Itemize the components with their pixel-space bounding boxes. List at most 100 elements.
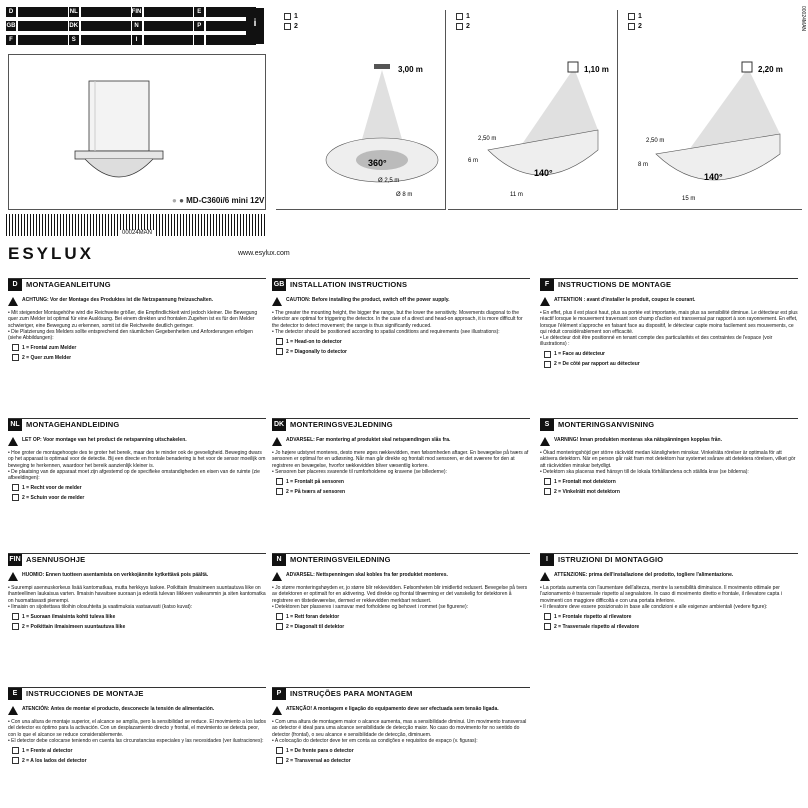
length-label: 11 m xyxy=(510,192,523,198)
section-header: I ISTRUZIONI DI MONTAGGIO xyxy=(540,553,798,566)
section-title: INSTRUÇÕES PARA MONTAGEM xyxy=(290,689,413,698)
language-tag: I xyxy=(540,553,554,566)
width-label: 2,50 m xyxy=(646,138,664,144)
option-2: 2 = Trasversale rispetto al rilevatore xyxy=(544,623,798,631)
warning: ACHTUNG: Vor der Montage des Produktes i… xyxy=(8,297,266,306)
warning-icon xyxy=(272,706,282,715)
option-1: 1 = Recht voor de melder xyxy=(12,484,266,492)
warning-icon xyxy=(8,297,18,306)
option-2: 2 = Vinkelrätt mot detektorn xyxy=(544,488,798,496)
section-fin: FIN ASENNUSOHJE HUOMIO: Ennen tuotteen as… xyxy=(8,553,266,631)
option-2: 2 = Diagonalt til detektor xyxy=(276,623,530,631)
option-1: 1 xyxy=(284,13,445,20)
section-body: • Con una altura de montaje superior, el… xyxy=(8,719,267,744)
option-1: 1 = Frontal zum Melder xyxy=(12,344,266,352)
warning-text: LET OP: Voor montage van het product de … xyxy=(22,437,187,443)
warning-text: ATTENZIONE: prima dell'installazione del… xyxy=(554,572,734,578)
warning-icon xyxy=(540,437,550,446)
option-1: 1 = Face au détecteur xyxy=(544,350,798,358)
warning: ADVARSEL: Nettspenningen skal kobles fra… xyxy=(272,572,530,581)
warning-text: ADVARSEL: Nettspenningen skal kobles fra… xyxy=(286,572,448,578)
option-1: 1 xyxy=(628,13,802,20)
section-body: • Suurempi asennuskorkeus lisää kantomat… xyxy=(8,585,266,610)
lang-tab: F xyxy=(6,33,68,46)
warning-icon xyxy=(540,297,550,306)
option-1: 1 = Frontale rispetto al rilevatore xyxy=(544,613,798,621)
section-body: • En effet, plus il est placé haut, plus… xyxy=(540,310,798,348)
coverage-diagram-wall-2: 2,20 m 140° 2,50 m 8 m 15 m xyxy=(638,61,783,202)
section-body: • Ökad monteringshöjd ger större räckvid… xyxy=(540,450,796,475)
section-body: • Jo højere udstyret monteres, desto mer… xyxy=(272,450,529,475)
warning: ADVARSEL: Før montering af produktet ska… xyxy=(272,437,530,446)
warning-text: CAUTION: Before installing the product, … xyxy=(286,297,450,303)
lang-tab: FIN xyxy=(131,6,194,19)
section-title: INSTRUCTIONS DE MONTAGE xyxy=(558,280,672,289)
diagram-panel-1: 1 2 3,00 m 360° Ø 2,5 m Ø 8 m xyxy=(276,10,446,210)
language-tag: FIN xyxy=(8,553,22,566)
doc-code: 00024MAN xyxy=(120,230,155,236)
side-code: 00024MAN xyxy=(800,6,806,32)
warning-icon xyxy=(272,297,282,306)
barcode xyxy=(6,214,266,236)
section-header: S MONTERINGSANVISNING xyxy=(540,418,798,431)
warning-text: HUOMIO: Ennen tuotteen asentamista on ve… xyxy=(22,572,209,578)
lang-tab: D xyxy=(6,6,68,19)
width-label-2: 8 m xyxy=(638,162,648,168)
website-url: www.esylux.com xyxy=(238,250,290,257)
lang-tab: N xyxy=(131,20,194,33)
section-title: INSTALLATION INSTRUCTIONS xyxy=(290,280,408,289)
warning: LET OP: Voor montage van het product de … xyxy=(8,437,266,446)
section-body: • Mit steigender Montagehöhe wird die Re… xyxy=(8,310,258,342)
lang-tab xyxy=(194,33,256,46)
lang-tab: GB xyxy=(6,20,68,33)
option-2: 2 = A los lados del detector xyxy=(12,757,266,765)
language-tag: E xyxy=(8,687,22,700)
angle-label: 140° xyxy=(704,172,723,182)
language-tag: N xyxy=(272,553,286,566)
option-2: 2 = Poikittain ilmaisimeen suuntautuva l… xyxy=(12,623,266,631)
lang-tab: NL xyxy=(68,6,131,19)
detector-drawing xyxy=(74,80,164,178)
section-title: MONTERINGSANVISNING xyxy=(558,420,655,429)
warning-icon xyxy=(272,572,282,581)
section-title: ASENNUSOHJE xyxy=(26,555,86,564)
info-icon: i xyxy=(246,8,264,44)
warning: CAUTION: Before installing the product, … xyxy=(272,297,530,306)
section-title: MONTERINGSVEJLEDNING xyxy=(290,420,393,429)
language-tag: D xyxy=(8,278,22,291)
warning-icon xyxy=(272,437,282,446)
option-2: 2 = Diagonally to detector xyxy=(276,348,530,356)
section-body: • Hoe groter de montagehoogte des te gro… xyxy=(8,450,266,482)
language-tag: S xyxy=(540,418,554,431)
option-2: 2 = På tværs af sensoren xyxy=(276,488,530,496)
product-illustration xyxy=(8,54,266,210)
warning: HUOMIO: Ennen tuotteen asentamista on ve… xyxy=(8,572,266,581)
width-label-2: 6 m xyxy=(468,158,478,164)
product-label: ● ● MD-C360i/6 mini 12V xyxy=(172,196,265,205)
option-1: 1 = Frente al detector xyxy=(12,747,266,755)
warning-text: ATTENTION : avant d'installer le produit… xyxy=(554,297,696,303)
option-1: 1 = Suoraan ilmaisinta kohti tuleva liik… xyxy=(12,613,266,621)
language-index: D NL FIN E GB DK N P F S I xyxy=(6,6,256,46)
warning-icon xyxy=(8,706,18,715)
option-2: 2 xyxy=(456,23,617,30)
section-body: • Com uma altura de montagem maior o alc… xyxy=(272,719,527,744)
option-1: 1 = Frontalt på sensoren xyxy=(276,478,530,486)
section-title: ISTRUZIONI DI MONTAGGIO xyxy=(558,555,664,564)
distance-label: 3,00 m xyxy=(398,65,423,74)
option-2: 2 xyxy=(628,23,802,30)
brand-logo: ESYLUX xyxy=(8,244,95,263)
warning: ATENCIÓN: Antes de montar el producto, d… xyxy=(8,706,266,715)
warning-text: VARNING! Innan produkten monteras ska nä… xyxy=(554,437,722,443)
option-1: 1 = Head-on to detector xyxy=(276,338,530,346)
distance-label: 2,20 m xyxy=(758,65,783,74)
width-label: 2,50 m xyxy=(478,136,496,142)
warning: VARNING! Innan produkten monteras ska nä… xyxy=(540,437,798,446)
